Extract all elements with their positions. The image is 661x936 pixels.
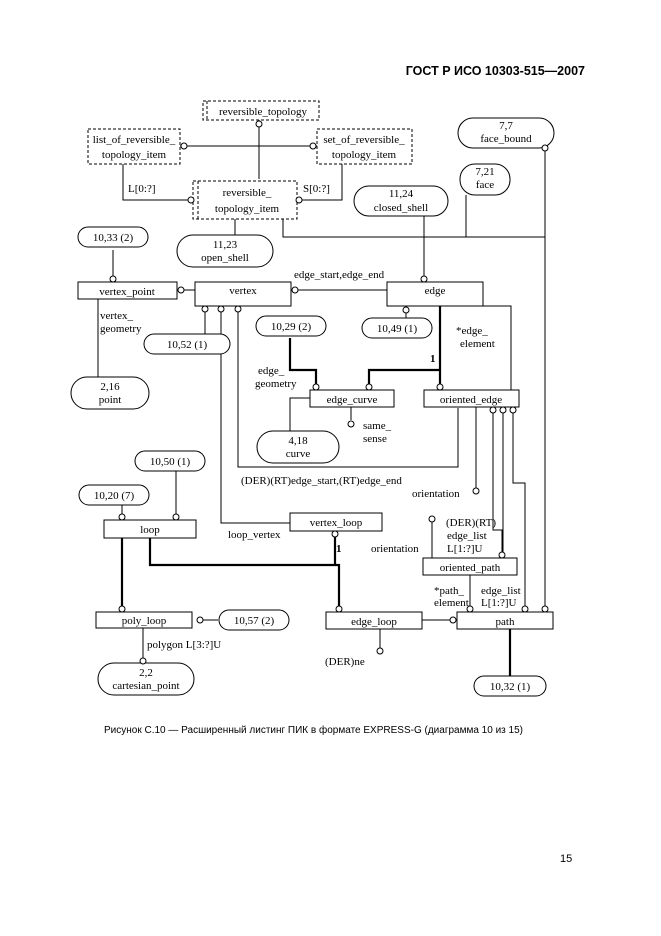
entity-poly-loop	[95, 611, 193, 629]
entity-vertex-loop-label: vertex_loop	[310, 517, 363, 529]
entity-edge-curve	[309, 389, 395, 408]
label-der-rt: (DER)(RT)	[446, 517, 496, 529]
entity-list-item-label-1: list_of_reversible_	[93, 134, 176, 146]
label-polygon: polygon L[3:?]U	[147, 639, 221, 651]
entity-edge-label: edge	[425, 285, 446, 297]
ref-cartesian-point-num: 2,2	[139, 667, 153, 679]
entity-edge	[386, 281, 484, 307]
entity-edge-loop-label: edge_loop	[351, 616, 397, 628]
ref-closed-shell	[353, 185, 449, 217]
label-orientation-a: orientation	[412, 488, 460, 500]
label-edge-list-b: edge_list	[481, 585, 521, 597]
label-der-edge-start-end: (DER)(RT)edge_start,(RT)edge_end	[241, 475, 402, 487]
ref-10-32-label: 10,32 (1)	[490, 681, 531, 693]
ref-open-shell	[176, 234, 274, 268]
ref-closed-shell-name: closed_shell	[374, 202, 428, 214]
label-edge-geometry-1: edge_	[258, 365, 285, 377]
label-list-card: L[0:?]	[128, 183, 155, 195]
ref-10-52-label: 10,52 (1)	[167, 339, 208, 351]
ref-face	[459, 163, 511, 196]
label-vertex-geometry-2: geometry	[100, 323, 142, 335]
ref-open-shell-name: open_shell	[201, 252, 249, 264]
entity-set-of-reversible-topology-item	[316, 128, 413, 165]
label-orientation-b: orientation	[371, 543, 419, 555]
entity-oriented-path-label: oriented_path	[440, 562, 501, 574]
entity-reversible-topology-label: reversible_topology	[219, 106, 307, 118]
ref-face-bound-name: face_bound	[480, 133, 532, 145]
label-set-card: S[0:?]	[303, 183, 330, 195]
entity-path-label: path	[496, 616, 515, 628]
label-same-sense-2: sense	[363, 433, 387, 445]
entity-vertex-point-label: vertex_point	[99, 286, 155, 298]
label-edge-start-end: edge_start,edge_end	[294, 269, 385, 281]
entity-list-of-reversible-topology-item	[87, 128, 181, 165]
entity-list-item-label-2: topology_item	[102, 149, 167, 161]
entity-loop-label: loop	[140, 524, 160, 536]
ref-point-name: point	[99, 394, 122, 406]
entity-edge-loop	[325, 611, 423, 630]
ref-10-50-label: 10,50 (1)	[150, 456, 191, 468]
ref-10-33-label: 10,33 (2)	[93, 232, 134, 244]
label-same-sense-1: same_	[363, 420, 392, 432]
entity-set-item-label-2: topology_item	[332, 149, 397, 161]
label-loop-vertex: loop_vertex	[228, 529, 281, 541]
ref-10-52	[143, 333, 231, 355]
entity-oriented-edge	[423, 389, 520, 408]
label-der-ne: (DER)ne	[325, 656, 365, 668]
entity-vertex-point	[77, 281, 178, 300]
label-card-b: L[1:?]U	[481, 597, 516, 609]
ref-point	[70, 376, 150, 410]
standard-code: ГОСТ Р ИСО 10303-515—2007	[405, 64, 585, 78]
ref-open-shell-num: 11,23	[213, 239, 238, 251]
ref-10-29	[255, 315, 327, 337]
entity-vertex-label: vertex	[229, 285, 257, 297]
ref-face-num: 7,21	[475, 166, 494, 178]
ref-face-bound	[457, 117, 555, 149]
relationship-end-circles	[109, 120, 549, 665]
label-one-a: 1	[430, 353, 436, 365]
label-vertex-geometry-1: vertex_	[100, 310, 133, 322]
ref-curve-name: curve	[286, 448, 311, 460]
entity-set-item-label-1: set_of_reversible_	[323, 134, 405, 146]
ref-10-49-label: 10,49 (1)	[377, 323, 418, 335]
label-edge-element-2: element	[460, 338, 495, 350]
entity-path	[456, 611, 554, 630]
ref-10-20-label: 10,20 (7)	[94, 490, 135, 502]
label-path-element-2: element	[434, 597, 469, 609]
label-one-b: 1	[336, 543, 342, 555]
ref-face-bound-num: 7,7	[499, 120, 513, 132]
entity-poly-loop-label: poly_loop	[122, 615, 167, 627]
ref-face-name: face	[476, 179, 494, 191]
ref-point-num: 2,16	[100, 381, 120, 393]
ref-10-20	[78, 484, 150, 506]
ref-cartesian-point-name: cartesian_point	[112, 680, 179, 692]
ref-10-49	[361, 317, 433, 339]
ref-closed-shell-num: 11,24	[389, 188, 414, 200]
figure-caption: Рисунок С.10 — Расширенный листинг ПИК в…	[104, 725, 523, 736]
ref-10-50	[134, 450, 206, 472]
entity-loop	[103, 519, 197, 539]
entity-rev-item-label-1: reversible_	[223, 187, 272, 199]
entity-edge-curve-label: edge_curve	[327, 394, 378, 406]
label-edge-geometry-2: geometry	[255, 378, 297, 390]
ref-10-32	[473, 675, 547, 697]
ref-cartesian-point	[97, 662, 195, 696]
ref-curve-num: 4,18	[288, 435, 308, 447]
entity-rev-item-label-2: topology_item	[215, 203, 280, 215]
ref-10-29-label: 10,29 (2)	[271, 321, 312, 333]
entity-oriented-edge-label: oriented_edge	[440, 394, 502, 406]
ref-10-33	[77, 226, 149, 248]
label-edge-list-a: edge_list	[447, 530, 487, 542]
entity-vertex	[194, 281, 292, 307]
page-number: 15	[560, 853, 573, 865]
label-path-element-1: *path_	[434, 585, 464, 597]
label-card-a: L[1:?]U	[447, 543, 482, 555]
entity-oriented-path	[422, 557, 518, 576]
ref-10-57-label: 10,57 (2)	[234, 615, 275, 627]
label-edge-element-1: *edge_	[456, 325, 488, 337]
entity-reversible-topology	[202, 100, 320, 121]
ref-curve	[256, 430, 340, 464]
ref-10-57	[218, 609, 290, 631]
